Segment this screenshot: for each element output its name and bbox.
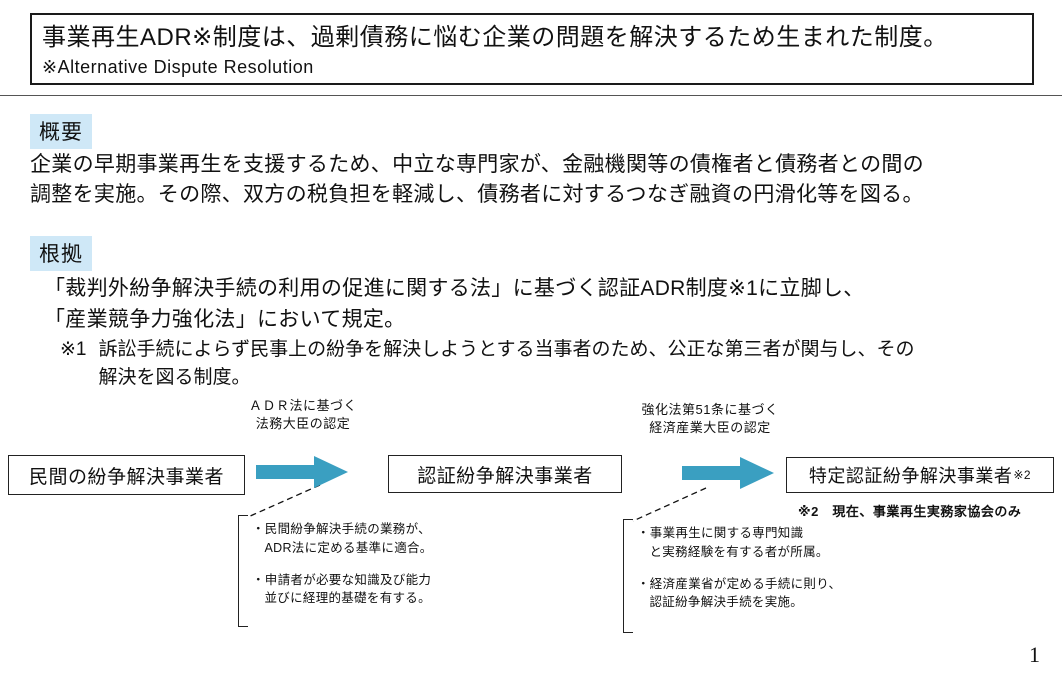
- dashed-connector-lines: [247, 484, 707, 522]
- arrow1-caption: ＡＤＲ法に基づく 法務大臣の認定: [248, 398, 357, 431]
- basis-footnote: ※1 訴訟手続によらず民事上の紛争を解決しようとする当事者のため、公正な第三者が…: [60, 336, 1020, 391]
- title-footnote: ※Alternative Dispute Resolution: [42, 57, 314, 77]
- flow-box-certified-provider: 認証紛争解決事業者: [388, 455, 622, 493]
- overview-body: 企業の早期事業再生を支援するため、中立な専門家が、金融機関等の債権者と債務者との…: [30, 153, 924, 207]
- flow-box3-ref: ※2: [1013, 468, 1032, 482]
- basis-line1: 「裁判外紛争解決手続の利用の促進に関する法」に基づく認証ADR制度※1に立脚し、: [44, 277, 865, 300]
- flow-box-private-provider: 民間の紛争解決事業者: [8, 455, 245, 495]
- list-item: ・経済産業省が定める手続に則り、 認証紛争解決手続を実施。: [637, 576, 842, 610]
- page-number: 1: [1029, 642, 1040, 667]
- page-title: 事業再生ADR※制度は、過剰債務に悩む企業の問題を解決するため生まれた制度。: [42, 24, 948, 51]
- section-label-basis: 根拠: [30, 236, 92, 271]
- list-item: ・申請者が必要な知識及び能力 並びに経理的基礎を有する。: [252, 572, 432, 606]
- criteria-list-adr-law: ・民間紛争解決手続の業務が、 ADR法に定める基準に適合。 ・申請者が必要な知識…: [252, 520, 442, 621]
- flow-box2-label: 認証紛争解決事業者: [417, 465, 593, 487]
- section-label-overview: 概要: [30, 114, 92, 149]
- list-item: ・民間紛争解決手続の業務が、 ADR法に定める基準に適合。: [252, 522, 433, 555]
- flow-diagram: ＡＤＲ法に基づく 法務大臣の認定 強化法第51条に基づく 経済産業大臣の認定 民…: [0, 393, 1062, 655]
- flow-box3-label: 特定認証紛争解決事業者: [808, 466, 1013, 486]
- footnote1-text: 訴訟手続によらず民事上の紛争を解決しようとする当事者のため、公正な第三者が関与し…: [98, 339, 915, 388]
- left-bracket: [623, 519, 633, 633]
- list-item: ・事業再生に関する専門知識 と実務経験を有する者が所属。: [637, 526, 829, 559]
- criteria-list-strengthening-act: ・事業再生に関する専門知識 と実務経験を有する者が所属。 ・経済産業省が定める手…: [637, 524, 847, 625]
- footnote2-text: ※2 現在、事業再生実務家協会のみ: [798, 504, 1022, 519]
- footnote1-marker: ※1: [60, 339, 87, 360]
- basis-line2: 「産業競争力強化法」において規定。: [44, 308, 406, 331]
- left-bracket: [238, 515, 248, 627]
- arrow-right-icon: [682, 457, 774, 489]
- arrow-right-icon: [256, 456, 348, 488]
- flow-box1-label: 民間の紛争解決事業者: [28, 466, 224, 488]
- flow-box-specified-certified-provider: 特定認証紛争解決事業者※2: [786, 457, 1054, 493]
- header-divider: [0, 95, 1062, 96]
- title-box: 事業再生ADR※制度は、過剰債務に悩む企業の問題を解決するため生まれた制度。 ※…: [30, 13, 1034, 85]
- arrow2-caption: 強化法第51条に基づく 経済産業大臣の認定: [641, 402, 779, 435]
